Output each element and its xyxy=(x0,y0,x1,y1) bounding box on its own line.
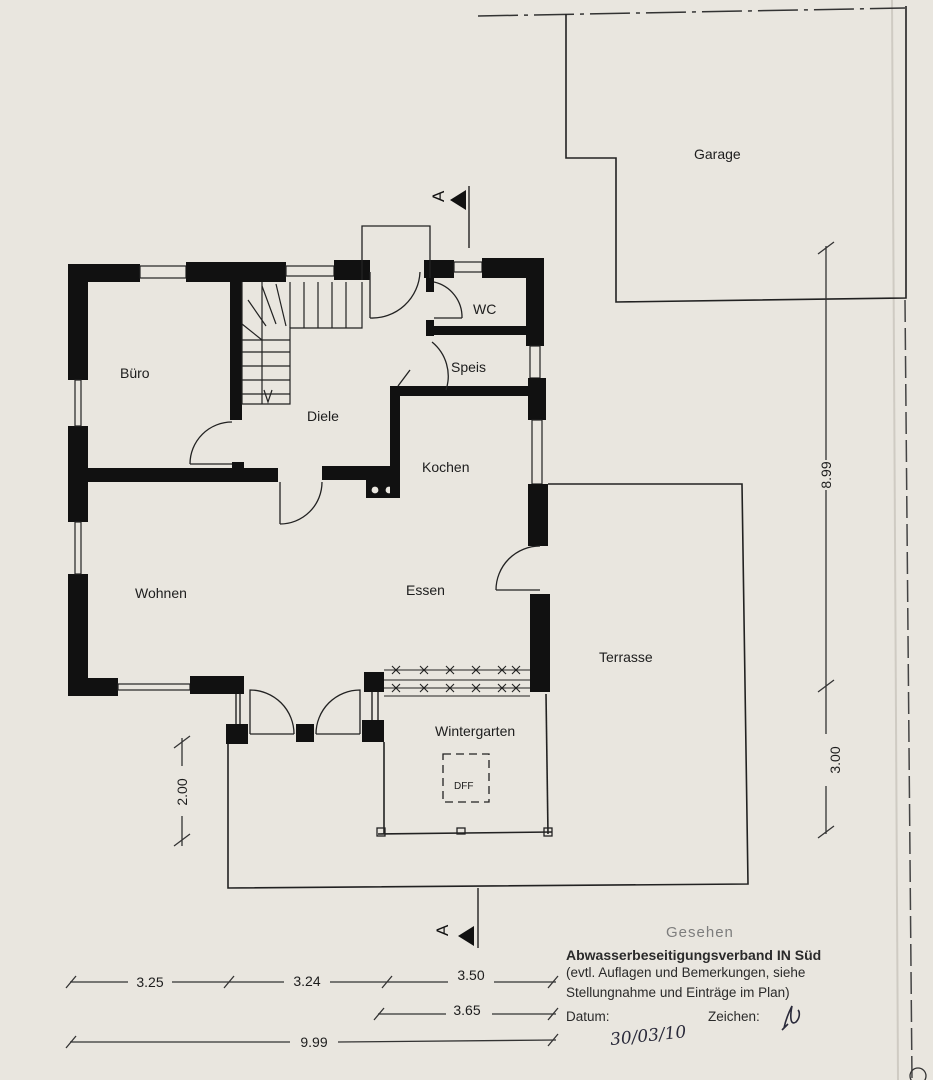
doors xyxy=(189,225,541,735)
dimension-right: 8.99 3.00 xyxy=(817,241,843,839)
stamp-date-label: Datum: xyxy=(566,1009,610,1024)
room-label-terrasse: Terrasse xyxy=(599,649,653,665)
room-label-speis: Speis xyxy=(451,359,486,375)
stamp-title: Gesehen xyxy=(666,924,734,941)
room-label-dff: DFF xyxy=(454,781,473,792)
dimension-bottom-1: 3.25 xyxy=(136,974,163,990)
room-label-garage: Garage xyxy=(694,146,741,162)
section-marker-top-label: A xyxy=(429,190,448,202)
room-label-kochen: Kochen xyxy=(422,459,469,475)
stamp-date-value: 30/03/10 xyxy=(609,1022,687,1050)
signature xyxy=(781,1005,801,1031)
dimension-right-lower: 3.00 xyxy=(827,746,843,773)
room-label-buero: Büro xyxy=(120,365,150,381)
dimension-right-upper: 8.99 xyxy=(818,461,834,488)
section-marker-bottom: A xyxy=(433,888,479,948)
dimension-bottom-2: 3.24 xyxy=(293,973,320,989)
corner-mark xyxy=(909,1067,927,1080)
garage-outline xyxy=(565,6,907,303)
wintergarden-frame xyxy=(376,693,553,837)
staircase xyxy=(241,282,363,405)
stamp-line-2: (evtl. Auflagen und Bemerkungen, siehe xyxy=(566,965,805,980)
dimension-bottom-inner: 3.65 xyxy=(453,1002,480,1018)
dimension-left-height: 2.00 xyxy=(174,778,190,805)
dimension-left: 2.00 xyxy=(173,735,191,847)
paper-edges xyxy=(477,0,913,1080)
room-label-wohnen: Wohnen xyxy=(135,585,187,601)
dff-box xyxy=(442,753,490,803)
dimension-bottom-total: 9.99 xyxy=(300,1034,327,1050)
room-label-wintergarten: Wintergarten xyxy=(435,723,515,739)
stamp-line-3: Stellungnahme und Einträge im Plan) xyxy=(566,985,790,1000)
walls xyxy=(68,258,550,744)
approval-stamp: Gesehen Abwasserbeseitigungsverband IN S… xyxy=(566,924,821,1050)
section-marker-top: A xyxy=(429,186,470,248)
dimension-bottom-3: 3.50 xyxy=(457,967,484,983)
section-marker-bottom-label: A xyxy=(433,924,452,936)
stamp-sign-label: Zeichen: xyxy=(708,1009,760,1024)
stamp-line-1: Abwasserbeseitigungsverband IN Süd xyxy=(566,947,821,963)
sliding-rail xyxy=(384,665,530,697)
room-label-wc: WC xyxy=(473,301,496,317)
room-label-essen: Essen xyxy=(406,582,445,598)
terrace-outline xyxy=(227,483,749,889)
dimension-bottom: 3.25 3.24 3.50 3.65 9.99 xyxy=(65,967,559,1050)
room-label-diele: Diele xyxy=(307,408,339,424)
